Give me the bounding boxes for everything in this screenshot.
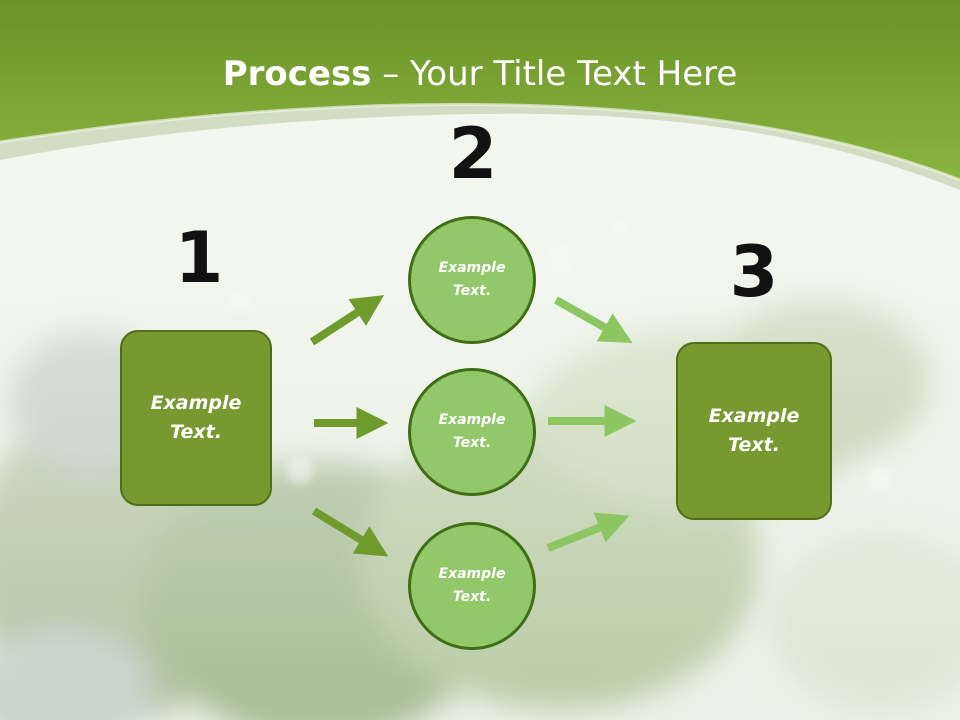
step-box-3-line1: Example (708, 405, 800, 427)
step-number-2: 2 (448, 113, 498, 195)
header-band (0, 0, 960, 190)
arrow-circle-top-to-3 (554, 296, 633, 344)
circle-top-line1: Example (438, 260, 506, 276)
arrow-circle-bottom-to-3 (546, 512, 630, 552)
circle-bottom: Example Text. (408, 522, 536, 650)
arrow-1-to-circle-top (309, 295, 385, 346)
arrow-1-to-circle-bottom (311, 507, 389, 557)
circle-bottom-line1: Example (438, 566, 506, 582)
step-number-3: 3 (729, 231, 779, 313)
circle-top-line2: Text. (452, 283, 492, 299)
step-box-3-line2: Text. (728, 434, 780, 456)
step-box-1-line1: Example (150, 392, 242, 414)
title-rest: – Your Title Text Here (371, 54, 738, 94)
step-box-1: Example Text. (120, 330, 272, 506)
circle-middle-line1: Example (438, 412, 506, 428)
circle-top: Example Text. (408, 216, 536, 344)
circle-bottom-line2: Text. (452, 589, 492, 605)
title-strong: Process (222, 54, 372, 94)
circle-middle-line2: Text. (452, 435, 492, 451)
step-number-1: 1 (174, 217, 224, 299)
circle-middle: Example Text. (408, 368, 536, 496)
slide-title: Process – Your Title Text Here (0, 52, 960, 96)
step-box-1-line2: Text. (170, 421, 222, 443)
step-box-3: Example Text. (676, 342, 832, 520)
